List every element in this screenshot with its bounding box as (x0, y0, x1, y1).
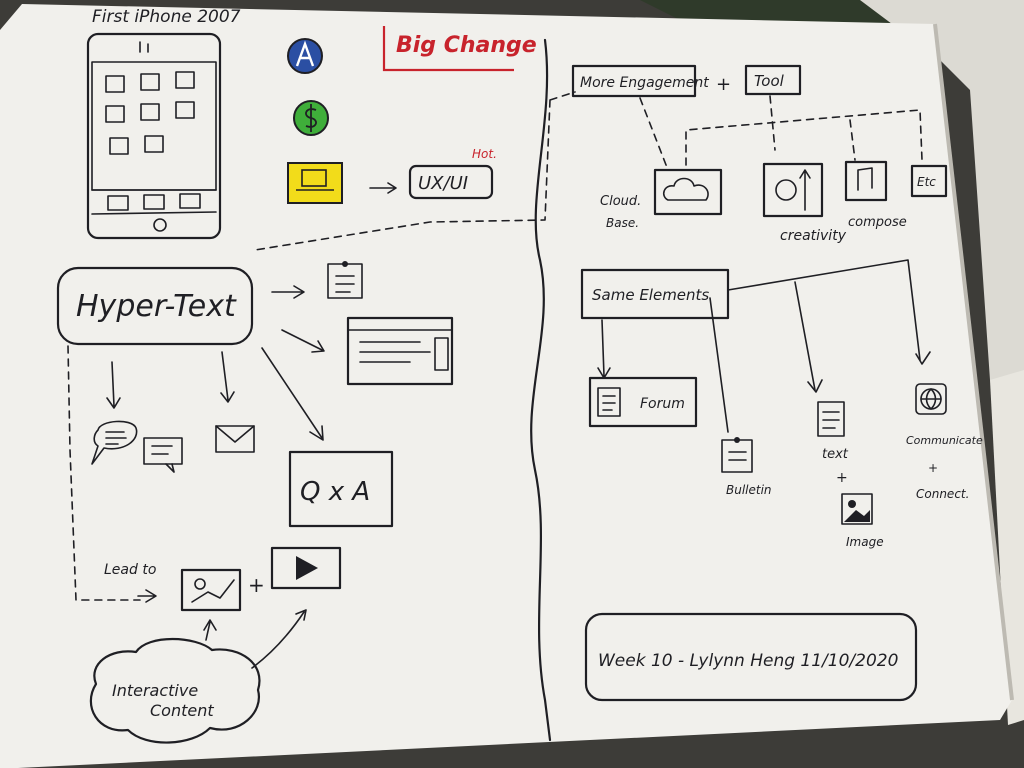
paper-edge (933, 23, 1014, 701)
browser-window-icon (346, 316, 454, 386)
svg-text:Big Change: Big Change (396, 33, 537, 58)
arrow-up-chart (203, 619, 217, 641)
appstore-icon (287, 38, 323, 74)
svg-text:Same Elements: Same Elements (592, 286, 709, 304)
paper (0, 4, 1012, 768)
branch-line-text (794, 281, 816, 391)
plus-sign-3: + (248, 573, 265, 597)
side-papers (990, 370, 1024, 725)
arrow-to-cloud (639, 97, 669, 171)
interactive-content-cloud: Interactive Content (89, 637, 261, 744)
tool-box: Tool (744, 64, 802, 96)
plus-sign-2: + (836, 470, 848, 486)
cloud-base-label-1: Cloud. (600, 194, 641, 209)
week-footer-box: Week 10 - Lylynn Heng 11/10/2020 (584, 612, 918, 702)
wall (860, 0, 1024, 380)
svg-text:UX/UI: UX/UI (418, 173, 468, 194)
arrow-to-browser (281, 329, 325, 353)
divider-line (530, 38, 552, 742)
creativity-label: creativity (780, 228, 847, 244)
uxui-box: UX/UI (408, 164, 494, 200)
arrow-to-bulletin (271, 285, 305, 299)
lead-to-label: Lead to (104, 562, 156, 578)
arrow-to-mail (220, 351, 235, 403)
envelope-icon (215, 425, 255, 453)
dollar-icon (293, 100, 329, 136)
text-doc-icon (817, 401, 845, 437)
svg-text:Forum: Forum (640, 396, 685, 412)
first-iphone-label: First iPhone 2007 (92, 7, 241, 27)
branch-line-bulletin (709, 297, 729, 433)
communicate-label: Communicate (906, 434, 983, 447)
hot-label: Hot. (472, 147, 497, 161)
big-change-heading: Big Change (382, 26, 537, 72)
cloud-base-label-2: Base. (606, 216, 639, 230)
arrow-to-qxa (261, 347, 324, 441)
play-icon (270, 546, 342, 590)
image-icon (841, 493, 873, 525)
svg-text:Tool: Tool (754, 72, 785, 90)
svg-text:More Engagement: More Engagement (580, 75, 709, 91)
arrow-lead-to (137, 589, 157, 603)
toolbox-icon (287, 162, 343, 204)
dashed-connector (254, 91, 576, 251)
svg-text:Interactive: Interactive (112, 681, 198, 700)
svg-text:Hyper-Text: Hyper-Text (76, 289, 237, 324)
svg-text:Week 10 - Lylynn Heng 11/10/20: Week 10 - Lylynn Heng 11/10/2020 (598, 651, 898, 671)
image-label: Image (846, 535, 884, 549)
forum-box: Forum (588, 376, 698, 428)
cloud-icon (653, 168, 723, 216)
svg-text:Q x A: Q x A (300, 477, 370, 507)
globe-icon (915, 383, 947, 415)
arrowheads-right (807, 351, 931, 393)
more-engagement-box: More Engagement (571, 64, 709, 98)
arrow-to-compose (849, 119, 856, 161)
creativity-icon (762, 162, 824, 218)
connect-label: Connect. (916, 487, 969, 501)
forum-icon (597, 387, 621, 417)
music-note-icon (844, 160, 888, 202)
chat-bubbles-icon (91, 420, 183, 473)
dashed-branch (685, 109, 923, 166)
chart-icon (180, 568, 242, 612)
branch-line-right (727, 259, 921, 361)
svg-text:Content: Content (150, 701, 214, 720)
svg-text:Etc: Etc (917, 175, 936, 189)
bulletin-icon (327, 261, 363, 299)
hypertext-box: Hyper-Text (56, 266, 254, 346)
arrow-up-play (251, 609, 307, 669)
etc-box: Etc (910, 164, 948, 198)
iphone-sketch (86, 32, 222, 240)
arrow-to-uxui (369, 182, 397, 194)
compose-label: compose (848, 215, 907, 230)
text-label: text (822, 447, 849, 462)
bulletin-label: Bulletin (726, 483, 772, 497)
arrow-to-chat (106, 361, 121, 409)
bulletin-right-icon (721, 437, 753, 473)
same-elements-box: Same Elements (580, 268, 730, 320)
plus-sign-1: + (716, 74, 731, 95)
communicate-plus: + (928, 461, 938, 475)
qxa-box: Q x A (288, 450, 394, 528)
dashed-lead-line (67, 345, 141, 601)
